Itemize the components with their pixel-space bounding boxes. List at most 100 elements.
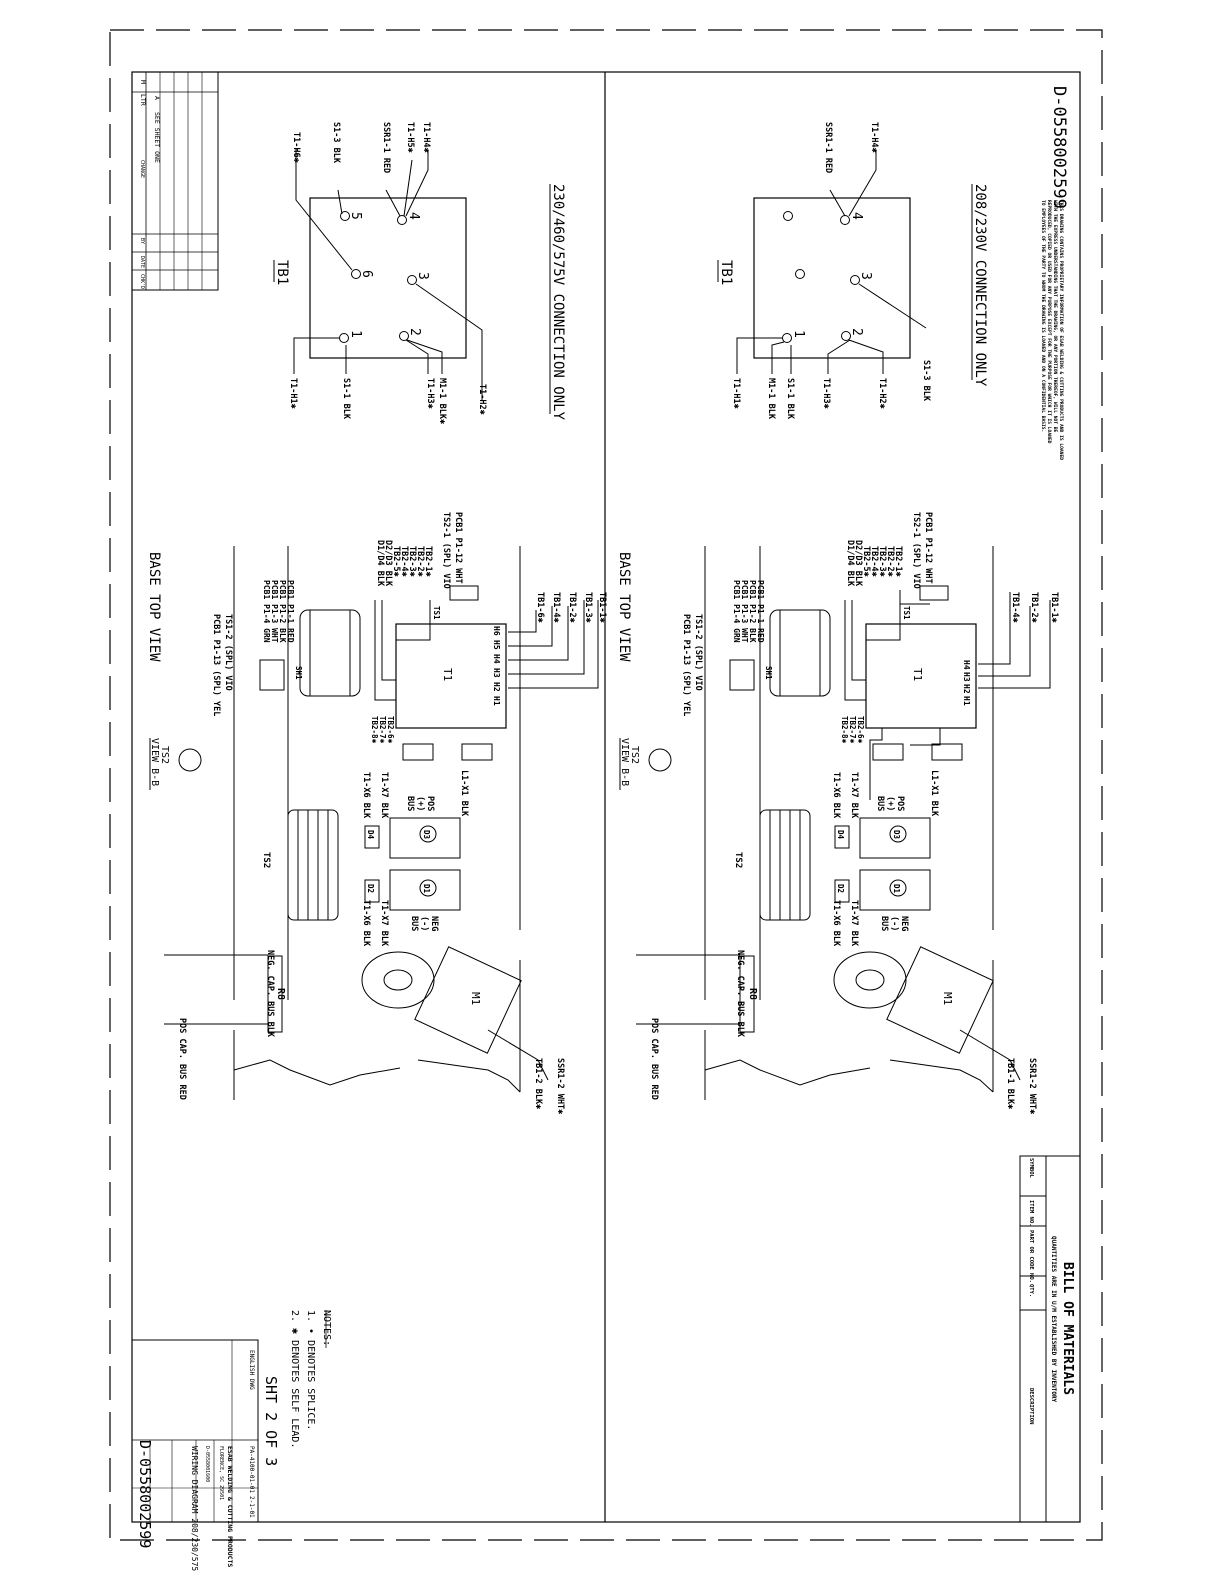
proprietary-notice-line-4: TO EMPLOYEES OF THE PARTY TO WHOM THE DR… [1040,200,1046,432]
upper-wire-tb2-8: TB2-8✱ [840,716,849,744]
upper-t1-tap-h4: H4 [962,660,971,670]
lower-lead-m1-1: M1-1 BLK✱ [437,378,447,424]
upper-tb1-label: TB1 [718,260,734,285]
lower-wire-tb2-5: TB2-5✱ [391,546,401,577]
revision-block: M LTR CHANGE BY DATE CHK'D A SEE SHEET O… [131,71,219,291]
proprietary-notice-line-1: THIS DRAWING CONTAINS PROPRIETARY INFORM… [1058,200,1064,460]
lower-wire-tb1-6: TB1-6✱ [535,592,545,623]
lower-connection-title: 230/460/575V CONNECTION ONLY [550,184,566,421]
upper-pos-bus-1: POS [895,796,905,811]
lower-wire-pcb1-p1-2: PCB1 P1-2 BLK [278,580,287,643]
lower-neg-bus-3: BUS [409,916,419,931]
upper-wire-ts1-2: TS1-2 (SPL) VIO [693,614,703,691]
lower-lead-t1-h5: T1-H5✱ [405,122,415,153]
lower-wire-pcb1-p1-13: PCB1 P1-13 (SPL) YEL [211,614,221,716]
drawing-frame [131,71,1081,1523]
upper-neg-bus-1: NEG [899,916,909,931]
lower-lead-ssr1-1: SSR1-1 RED [381,122,391,173]
upper-terminal-3: 3 [858,272,873,280]
proprietary-notice-line-2: WITH THE EXPRESS UNDERSTANDING THAT THE … [1052,200,1058,433]
title-block: ENGLISH DWG ESAB WELDING & CUTTING PRODU… [131,1339,259,1571]
lower-wire-tb1-2-blk: TB1-2 BLK✱ [533,1058,543,1109]
notes-heading: NOTES: [321,1310,332,1346]
upper-wire-ssr1-2: SSR1-2 WHT✱ [1027,1058,1037,1114]
lower-neg-bus-2: (-) [419,916,429,931]
upper-wire-tb1-1-blk: TB1-1 BLK✱ [1005,1058,1015,1109]
upper-diagram: 208/230V CONNECTION ONLY TB1 4 3 2 1 [616,122,1059,1114]
lower-r8: R8 [275,988,286,1000]
lower-m1: M1 [469,992,482,1005]
upper-t1-tap-h3: H3 [962,672,971,682]
lower-wire-ssr1-2: SSR1-2 WHT✱ [555,1058,565,1114]
lower-wire-pcb1-p1-4: PCB1 P1-4 GRN [262,580,271,643]
upper-diode-d2: D2 [836,884,845,893]
upper-t1 [865,623,977,729]
title-block-location: FLORENCE, SC 29501 [218,1446,224,1500]
upper-wire-t1-x7-b: T1-X7 BLK [849,900,859,947]
title-block-doc-no: D-0558002599 [136,1440,154,1548]
lower-wire-tb2-8: TB2-8✱ [370,716,379,744]
lower-t1-tap-h5: H5 [492,640,501,650]
upper-wire-pcb1-p1-3: PCB1 P1-3 WHT [740,580,749,643]
sheet-frame [109,29,1103,1541]
upper-wire-ts2-1: TS2-1 (SPL) VIO [911,512,921,589]
revision-row-a-ltr: A [153,96,161,100]
lower-diode-d1: D1 [422,884,431,894]
lower-wire-t1-x7-b: T1-X7 BLK [379,900,389,947]
lower-wire-tb2-3: TB2-3✱ [407,546,417,577]
upper-lead-s1-3: S1-3 BLK [921,360,931,402]
sheet-number: SHT 2 OF 3 [262,1376,280,1466]
lower-lead-s1-1: S1-1 BLK [341,378,351,420]
lower-wire-t1-x6-a: T1-X6 BLK [361,772,371,819]
upper-wire-t1-x6-a: T1-X6 BLK [831,772,841,819]
title-block-date: 2-1-01 [248,1496,255,1518]
upper-wire-t1-x6-b: T1-X6 BLK [831,900,841,947]
lower-wire-l1-x1: L1-X1 BLK [459,770,469,817]
upper-t1-tap-h1: H1 [962,696,971,706]
upper-wire-pcb1-p1-1: PCB1 P1-1 RED [756,580,765,643]
lower-lead-t1-h3: T1-H3✱ [425,378,435,409]
upper-t1-label: T1 [911,668,924,681]
revision-row-a-change: SEE SHEET ONE [153,112,161,163]
bom-header-symbol: SYMBOL [1028,1158,1034,1179]
bom-header-part-no: PART OR CODE NO. [1028,1230,1034,1283]
lower-wire-tb2-7: TB2-7✱ [378,716,387,744]
note-2: 2. ✱ DENOTES SELF LEAD. [289,1310,300,1448]
bom-header-qty: QTY. [1028,1284,1034,1297]
lower-lead-t1-h1: T1-H1✱ [288,378,298,409]
upper-wire-t1-x7-a: T1-X7 BLK [849,772,859,819]
lower-wire-d2-d3: D2/D3 BLK [383,540,393,587]
lower-wire-tb1-4: TB1-4✱ [551,592,561,623]
upper-base-top-view: BASE TOP VIEW [616,552,632,662]
upper-terminal-2: 2 [849,328,864,336]
bom-title: BILL OF MATERIALS [1060,1262,1075,1395]
revision-header-chkd: CHK'D [139,274,145,289]
upper-lead-ssr1-1: SSR1-1 RED [823,122,833,173]
note-1: 1. • DENOTES SPLICE. [305,1310,316,1430]
lower-wire-ts1-2: TS1-2 (SPL) VIO [223,614,233,691]
title-block-similar-to: D-0558001600 [204,1446,210,1482]
upper-terminal-1: 1 [791,330,806,338]
lower-ts2-label: TS2 [261,852,271,868]
revision-corner: M [139,80,147,84]
lower-t1-tap-h2: H2 [492,682,501,692]
upper-lead-t1-h4: T1-H4✱ [869,122,879,153]
upper-wire-pcb1-p1-13: PCB1 P1-13 (SPL) YEL [681,614,691,716]
lower-t1 [395,623,507,729]
upper-tb1-block [753,197,911,359]
lower-t1-label: T1 [441,668,454,681]
drawing-number-top: D-0558002599 [1049,86,1069,209]
upper-pos-bus-3: BUS [875,796,885,811]
lower-neg-cap-bus: NEG. CAP. BUS BLK [265,950,275,1038]
lower-base-top-view: BASE TOP VIEW [146,552,162,662]
upper-diode-d4: D4 [836,830,845,840]
lower-diode-d3: D3 [422,830,431,840]
upper-wire-tb2-6: TB2-6✱ [856,716,865,744]
upper-lead-t1-h2: T1-H2✱ [877,378,887,409]
lower-tb1-label: TB1 [274,260,290,285]
revision-header-change: CHANGE [139,160,145,178]
bom-header-item-no: ITEM NO. [1028,1200,1034,1227]
revision-header-ltr: LTR [139,94,147,106]
title-block-part-no: PA-4100-01-01 [248,1446,255,1493]
